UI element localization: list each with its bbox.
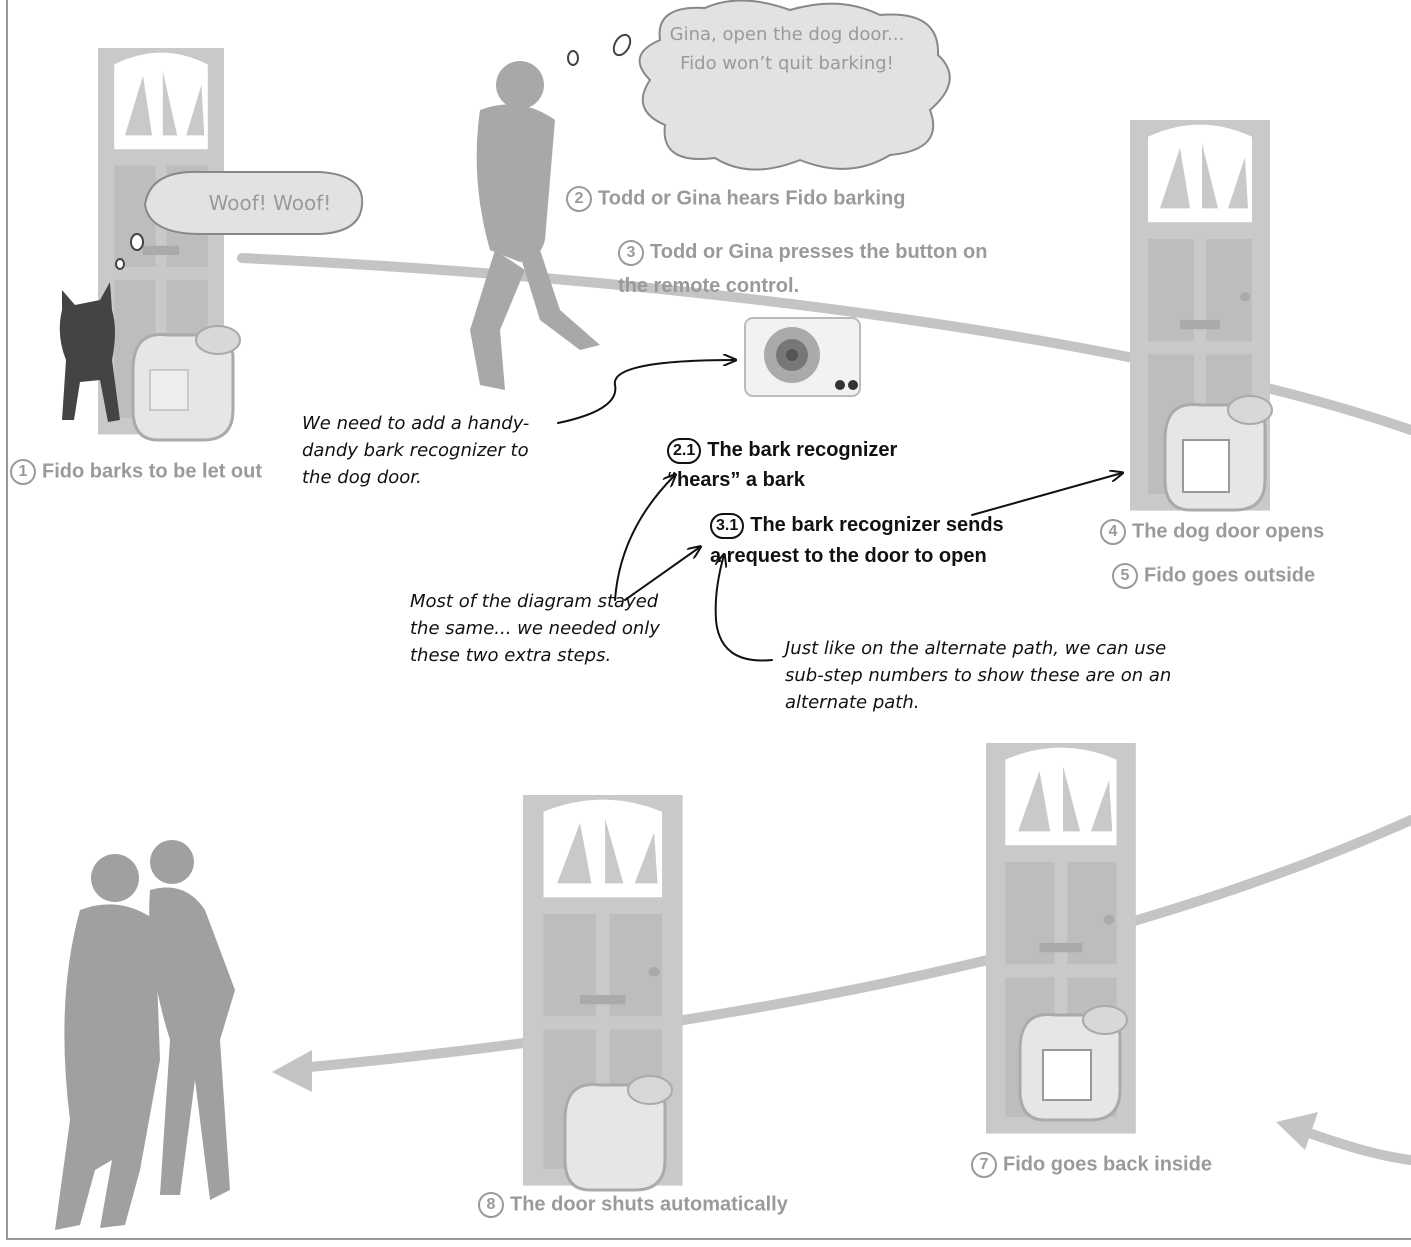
remote-control [745, 318, 860, 396]
door-8 [523, 795, 683, 1190]
woof-text: Woof! Woof! [185, 189, 355, 217]
door-7 [986, 743, 1136, 1134]
fido-dog [60, 282, 120, 422]
door-4 [1130, 120, 1272, 511]
door-1 [98, 48, 240, 440]
todd-and-gina-figures [55, 840, 235, 1230]
note-add-recognizer: We need to add a handy-dandy bark recogn… [302, 410, 562, 491]
todd-figure [470, 61, 600, 390]
note-alternate-path: Just like on the alternate path, we can … [785, 635, 1185, 716]
note-diagram-same: Most of the diagram stayed the same... w… [410, 588, 670, 669]
thought-text: Gina, open the dog door... Fido won’t qu… [662, 20, 912, 78]
